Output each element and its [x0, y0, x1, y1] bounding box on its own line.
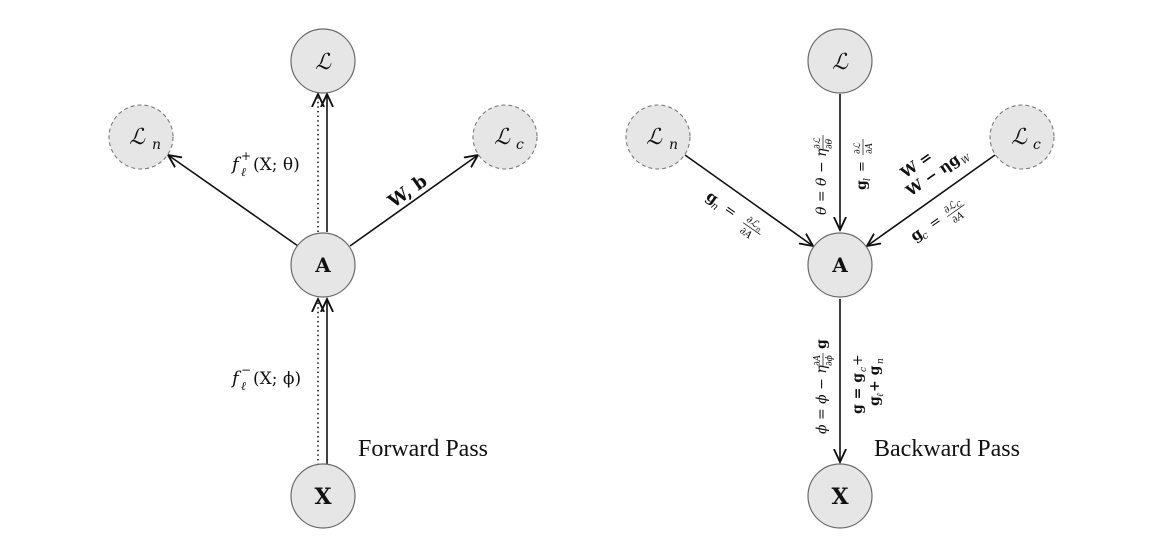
- backward-node-x: X: [807, 463, 873, 529]
- svg-text:g: g: [867, 396, 883, 406]
- svg-text:∂ℒ: ∂ℒ: [813, 137, 823, 149]
- forward-node-x-label: X: [314, 484, 332, 510]
- backward-node-a: A: [807, 232, 873, 298]
- svg-text:+: +: [241, 149, 251, 163]
- svg-text:W, b: W, b: [384, 171, 432, 213]
- forward-label-upper: f ℓ + (X; θ): [230, 149, 300, 179]
- backward-node-ln: ℒ n: [625, 104, 691, 170]
- svg-text:ℓ: ℓ: [241, 379, 246, 393]
- svg-text:ℓ: ℓ: [876, 393, 886, 397]
- svg-text:(X; θ): (X; θ): [253, 155, 300, 175]
- backward-pass-diagram: ℒ ℒ n ℒ c A X g n = ∂ℒ n ∂A: [625, 28, 1055, 529]
- forward-node-lc-label: ℒ: [494, 125, 511, 150]
- svg-text:=: =: [926, 213, 945, 233]
- svg-text:∂A: ∂A: [865, 142, 875, 154]
- forward-node-ln: ℒ n: [108, 104, 174, 170]
- backward-pass-caption: Backward Pass: [874, 436, 1020, 462]
- svg-text:+ g: + g: [867, 365, 883, 392]
- svg-text:+: +: [850, 354, 866, 366]
- backward-label-bottom-edge-a: ϕ = ϕ − η ∂A ∂ϕ g: [813, 339, 835, 434]
- backward-node-ln-label: ℒ: [646, 125, 663, 150]
- forward-pass-diagram: ℒ ℒ n ℒ c A X f ℓ + (X; θ) f ℓ: [108, 28, 538, 529]
- forward-edge-a-to-ln: [168, 155, 299, 247]
- backward-label-bottom-edge-b: g = g c + g ℓ + g n: [850, 354, 886, 414]
- backward-node-lc-label: ℒ: [1011, 125, 1028, 150]
- forward-node-a-label: A: [314, 253, 331, 277]
- svg-text:=: =: [721, 201, 740, 221]
- backward-edge-lc-to-a: [867, 154, 996, 246]
- forward-node-l-label: ℒ: [315, 50, 332, 75]
- svg-text:l: l: [863, 178, 873, 181]
- forward-node-a: A: [290, 232, 356, 298]
- svg-text:∂A: ∂A: [813, 354, 823, 366]
- backward-node-a-label: A: [831, 253, 848, 277]
- svg-text:θ = θ − η: θ = θ − η: [814, 148, 830, 215]
- backward-label-right-edge-b: g c = ∂ℒ C ∂A: [907, 199, 967, 245]
- backward-node-ln-sub: n: [669, 137, 678, 153]
- forward-label-lower: f ℓ − (X; ϕ): [230, 363, 301, 393]
- svg-text:c: c: [920, 230, 931, 242]
- forward-node-ln-label: ℒ: [129, 125, 146, 150]
- svg-text:ℓ: ℓ: [241, 165, 246, 179]
- svg-text:C: C: [955, 199, 965, 209]
- backward-node-l-label: ℒ: [832, 50, 849, 75]
- backward-label-top-edge-a: θ = θ − η ∂ℒ ∂θ: [813, 135, 835, 215]
- svg-text:g: g: [814, 339, 830, 349]
- svg-text:g = g: g = g: [850, 373, 866, 414]
- svg-text:n: n: [709, 200, 721, 213]
- forward-node-lc-sub: c: [516, 137, 524, 153]
- backward-node-lc: ℒ c: [989, 104, 1055, 170]
- backward-label-right-edge-a: W = W − ηg W: [896, 147, 973, 200]
- forward-node-ln-sub: n: [152, 137, 161, 153]
- svg-text:n: n: [754, 225, 763, 234]
- backward-node-x-label: X: [831, 484, 849, 510]
- forward-edge-a-to-lc: [349, 155, 478, 247]
- backward-edge-ln-to-a: [684, 154, 813, 246]
- backward-node-lc-sub: c: [1033, 137, 1041, 153]
- forward-pass-caption: Forward Pass: [358, 436, 488, 462]
- svg-text:n: n: [876, 358, 886, 364]
- backward-label-left-edge: g n = ∂ℒ n ∂A: [703, 187, 763, 242]
- forward-label-right-edge: W, b: [384, 171, 432, 213]
- svg-text:∂ϕ: ∂ϕ: [825, 355, 835, 366]
- forward-node-l: ℒ: [290, 28, 356, 94]
- backward-label-top-edge-b: g l = ∂ℒ ∂A: [853, 139, 875, 190]
- svg-text:g: g: [854, 180, 870, 190]
- svg-text:=: =: [855, 161, 870, 172]
- svg-text:∂θ: ∂θ: [825, 138, 835, 149]
- svg-text:c: c: [859, 367, 869, 372]
- backward-node-l: ℒ: [807, 28, 873, 94]
- svg-text:∂ℒ: ∂ℒ: [853, 142, 863, 154]
- svg-text:ϕ = ϕ − η: ϕ = ϕ − η: [814, 365, 830, 434]
- forward-node-lc: ℒ c: [472, 104, 538, 170]
- svg-text:(X; ϕ): (X; ϕ): [253, 369, 301, 389]
- svg-text:−: −: [241, 363, 251, 377]
- forward-node-x: X: [290, 463, 356, 529]
